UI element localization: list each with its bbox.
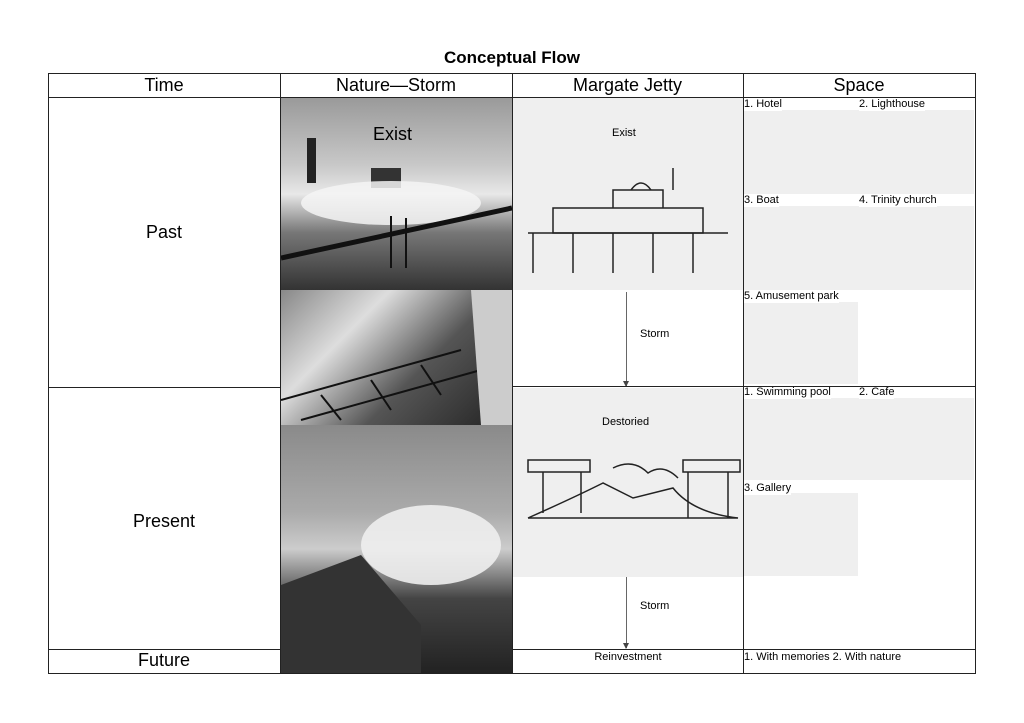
- nature-exist-label: Exist: [373, 124, 413, 144]
- row-present: Present: [132, 511, 196, 531]
- jetty-building-drawing: [528, 168, 728, 273]
- storm-photo-lighthouse: [281, 98, 512, 290]
- ruined-pier-sketch: [281, 290, 512, 425]
- col-line-0: [48, 73, 49, 674]
- storm-arrow-1: [623, 292, 629, 387]
- boat-church-sketch: [744, 206, 974, 290]
- row-divider-present-jetty: [512, 649, 976, 650]
- storm-label-2: Storm: [640, 600, 670, 612]
- col-line-3: [743, 73, 744, 674]
- destroyed-jetty-drawing: [527, 459, 741, 519]
- space-item-amusement: 5. Amusement park: [744, 290, 839, 303]
- storm-photo-waves: [281, 425, 512, 673]
- hotel-sketch: [744, 110, 974, 194]
- jetty-exist-sketch: [513, 98, 743, 290]
- row-divider-present: [48, 649, 280, 650]
- space-future: 1. With memories 2. With nature: [744, 651, 902, 664]
- space-item-hotel: 1. Hotel: [744, 98, 782, 111]
- space-item-lighthouse: 2. Lighthouse: [859, 98, 926, 111]
- col-line-2: [512, 73, 513, 674]
- wave-crash-sketch: [281, 505, 501, 673]
- row-divider-past-jetty: [512, 386, 976, 387]
- space-item-church: 4. Trinity church: [859, 194, 937, 207]
- jetty-destroyed-sketch: [513, 388, 743, 577]
- header-time: Time: [144, 75, 184, 95]
- row-future: Future: [137, 650, 191, 670]
- col-line-1: [280, 73, 281, 674]
- pool-cafe-sketch: [744, 398, 974, 480]
- amusement-park-sketch: [744, 302, 858, 384]
- storm-photo-cliff: [281, 290, 512, 425]
- jetty-destroyed-label: Destoried: [602, 416, 650, 428]
- row-divider-past: [48, 387, 280, 388]
- storm-arrow-2: [623, 577, 629, 649]
- header-margate-jetty: Margate Jetty: [572, 75, 683, 95]
- space-item-gallery: 3. Gallery: [744, 482, 792, 495]
- row-past: Past: [145, 222, 183, 242]
- space-item-pool: 1. Swimming pool: [744, 386, 831, 399]
- storm-label-1: Storm: [640, 328, 670, 340]
- col-line-4: [975, 73, 976, 674]
- space-item-cafe: 2. Cafe: [859, 386, 895, 399]
- jetty-exist-label: Exist: [612, 127, 636, 139]
- jetty-future-label: Reinvestment: [594, 651, 662, 663]
- header-nature-storm: Nature—Storm: [335, 75, 457, 95]
- page-title: Conceptual Flow: [444, 48, 580, 67]
- lighthouse-wave-sketch: [281, 138, 512, 268]
- gallery-sketch: [744, 493, 858, 576]
- header-space: Space: [833, 75, 885, 95]
- space-item-boat: 3. Boat: [744, 194, 779, 207]
